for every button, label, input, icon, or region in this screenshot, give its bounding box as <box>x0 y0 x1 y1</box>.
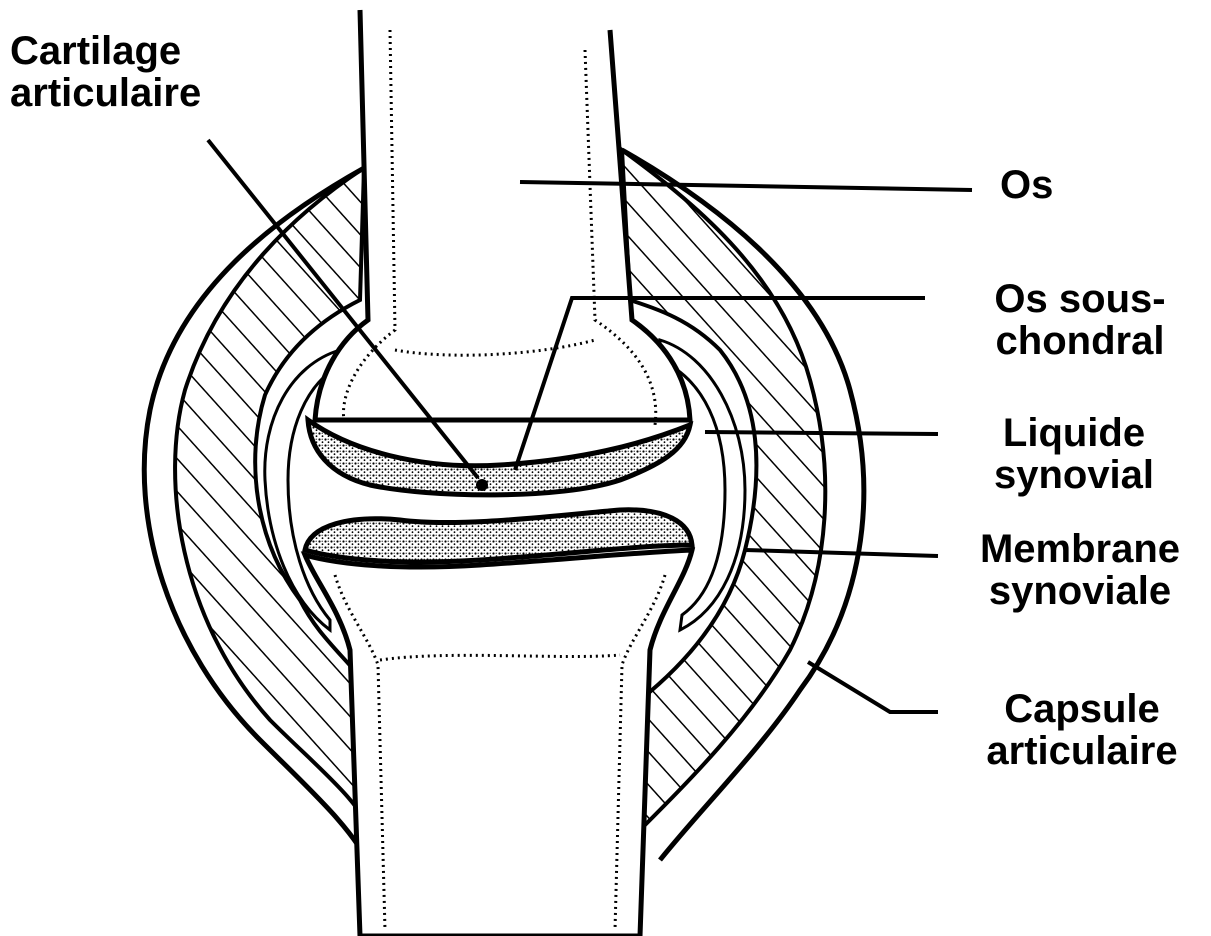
label-os-sous-chondral-line1: Os sous- <box>968 278 1192 320</box>
leader-liquide <box>705 432 938 434</box>
label-os-sous-chondral-line2: chondral <box>968 320 1192 362</box>
label-os: Os <box>1000 164 1053 206</box>
label-liquide-line1: Liquide <box>962 412 1186 454</box>
lower-bone-shaft <box>305 550 692 936</box>
label-capsule-line1: Capsule <box>954 688 1210 730</box>
cartilage-pointer-dot <box>476 479 488 491</box>
label-capsule-articulaire: Capsule articulaire <box>954 688 1210 772</box>
label-capsule-line2: articulaire <box>954 730 1210 772</box>
label-cartilage-articulaire: Cartilage articulaire <box>10 30 201 114</box>
leader-capsule <box>808 662 938 712</box>
label-membrane-line2: synoviale <box>952 570 1208 612</box>
label-cartilage-line1: Cartilage <box>10 30 201 72</box>
label-liquide-line2: synovial <box>962 454 1186 496</box>
upper-cartilage <box>308 420 690 495</box>
label-cartilage-line2: articulaire <box>10 72 201 114</box>
label-os-sous-chondral: Os sous- chondral <box>968 278 1192 362</box>
label-os-text: Os <box>1000 164 1053 206</box>
lower-bone <box>305 550 692 936</box>
label-membrane-synoviale: Membrane synoviale <box>952 528 1208 612</box>
label-liquide-synovial: Liquide synovial <box>962 412 1186 496</box>
label-membrane-line1: Membrane <box>952 528 1208 570</box>
